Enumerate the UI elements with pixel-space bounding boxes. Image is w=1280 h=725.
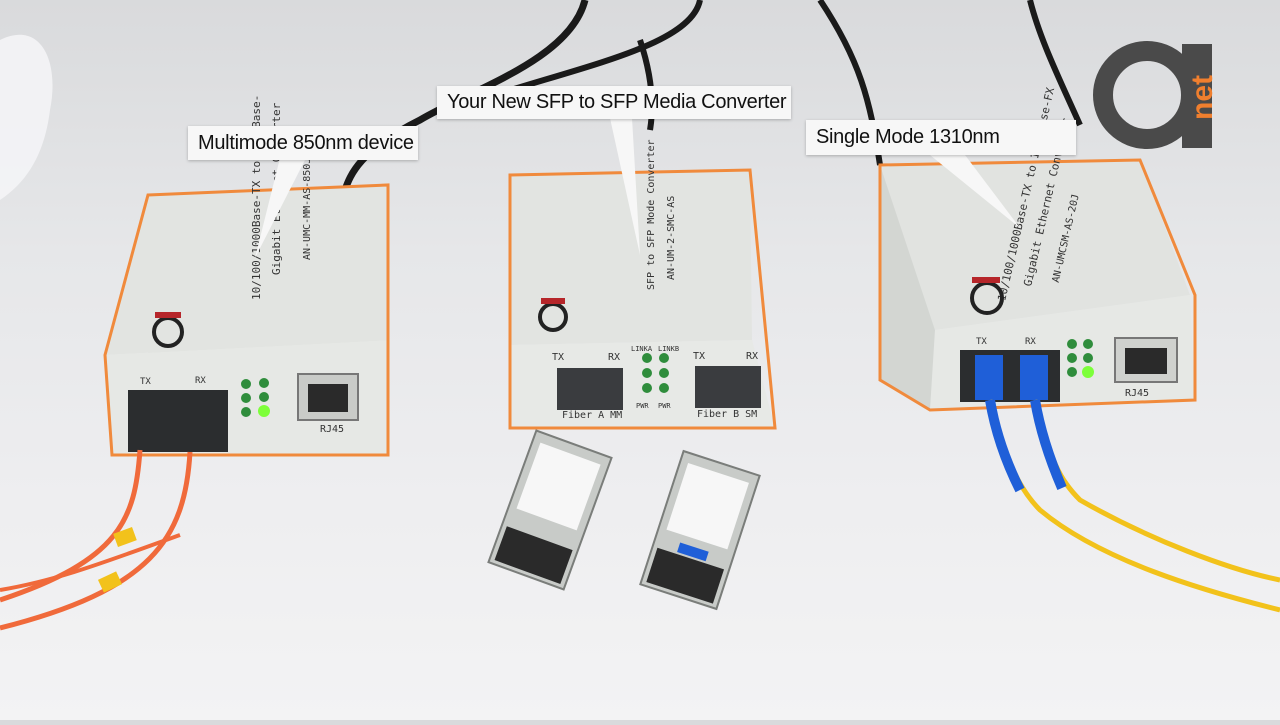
black-cable <box>637 39 655 131</box>
bag-shape <box>0 34 53 201</box>
black-cable <box>1027 0 1083 127</box>
multimode-cables <box>0 449 193 631</box>
status-led <box>659 353 669 363</box>
status-led <box>659 368 669 378</box>
status-led <box>659 383 669 393</box>
status-led <box>1067 367 1077 377</box>
device-side-text: SFP to SFP Mode Converter <box>646 139 657 290</box>
port-label: TX <box>552 352 564 363</box>
port-label: Fiber A MM <box>562 410 622 421</box>
status-led <box>259 378 269 388</box>
port-label: TX <box>140 377 151 387</box>
callout-pointer <box>930 155 1020 228</box>
device-outline <box>878 158 1197 412</box>
device-model-text: AN-UM-2-SMC-AS <box>666 196 677 280</box>
sfp-slot-b[interactable] <box>695 366 761 408</box>
status-led <box>1083 353 1093 363</box>
status-led <box>642 353 652 363</box>
led-label: LINKA <box>631 345 653 353</box>
port-label: TX <box>693 351 705 362</box>
port-label: Fiber B SM <box>697 409 757 420</box>
callout-multimode: Multimode 850nm device <box>188 126 418 160</box>
callout-sfp-converter: Your New SFP to SFP Media Converter <box>437 86 791 119</box>
callout-single-mode: Single Mode 1310nm <box>806 120 1076 155</box>
sfp-slot-a[interactable] <box>557 368 623 410</box>
status-led <box>241 407 251 417</box>
sfp-module-singlemode <box>639 449 761 611</box>
device-model-text: AN-UMC-MM-AS-850J <box>302 158 313 260</box>
port-label: RJ45 <box>1125 388 1149 399</box>
status-led <box>1083 339 1093 349</box>
port-label: RJ45 <box>320 424 344 435</box>
status-led <box>241 393 251 403</box>
middle-sfp-converter: SFP to SFP Mode Converter AN-UM-2-SMC-AS… <box>508 139 777 430</box>
port-label: RX <box>195 376 206 386</box>
status-led <box>1067 339 1077 349</box>
brand-logo-ring <box>1093 41 1201 149</box>
status-led <box>1067 353 1077 363</box>
led-label: PWR <box>636 402 649 410</box>
status-led <box>241 379 251 389</box>
callout-pointer <box>610 118 640 255</box>
power-led <box>1082 366 1094 378</box>
sfp-module-multimode <box>487 429 613 591</box>
port-label: RX <box>1025 337 1036 347</box>
status-led <box>642 383 652 393</box>
port-label: RX <box>608 352 620 363</box>
led-label: PWR <box>658 402 671 410</box>
brand-logo-bar <box>1182 44 1212 148</box>
callout-pointer <box>255 158 306 258</box>
port-label: TX <box>976 337 987 347</box>
led-label: LINKB <box>658 345 679 353</box>
brand-logo-text: net <box>1186 75 1219 121</box>
black-cable <box>341 0 589 192</box>
right-media-converter: 10/100/1000Base-TX to 1000Base-FX Gigabi… <box>878 86 1197 412</box>
device-outline <box>508 168 777 430</box>
singlemode-cables <box>985 399 1280 613</box>
power-led <box>258 405 270 417</box>
port-label: RX <box>746 351 758 362</box>
status-led <box>259 392 269 402</box>
device-outline <box>103 183 390 457</box>
sc-port[interactable] <box>128 390 228 452</box>
status-led <box>642 368 652 378</box>
